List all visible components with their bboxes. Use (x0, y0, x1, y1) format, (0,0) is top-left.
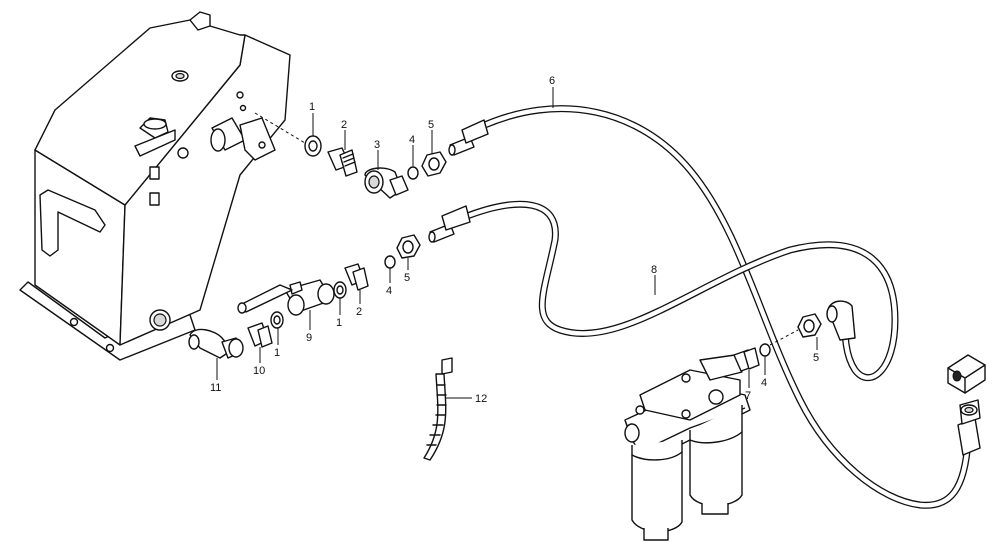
part-5-nut-filter (797, 313, 822, 338)
callout-5: 5 (404, 272, 410, 284)
assembly-line-filter (769, 329, 799, 346)
callout-12: 12 (475, 393, 487, 405)
fuel-filter-assembly (624, 354, 751, 541)
part-10-adapter (247, 322, 273, 348)
callout-4: 4 (761, 377, 767, 389)
part-2-adapter-lower (344, 263, 369, 291)
callout-3: 3 (374, 139, 380, 151)
callout-4: 4 (386, 285, 392, 297)
part-11-elbow-lower (188, 328, 244, 359)
banjo-block (947, 354, 986, 394)
tank-outlet-sleeve (210, 117, 276, 161)
hose-8-far-fitting (826, 300, 856, 341)
part-4-olive-filter (759, 343, 771, 357)
part-4-olive-top (407, 166, 419, 180)
part-1-washer-lower-a (333, 281, 347, 299)
part-1-washer-lower-b (270, 311, 284, 329)
part-4-olive-middle (384, 255, 396, 269)
callout-11: 11 (210, 382, 221, 394)
hose-8 (458, 200, 899, 382)
part-9-shutoff-valve (237, 279, 335, 316)
callout-5: 5 (813, 352, 819, 364)
assembly-line (254, 112, 306, 144)
callout-1: 1 (309, 101, 315, 113)
hose-6 (474, 105, 972, 509)
fuel-tank (19, 11, 291, 361)
leader-lines (216, 87, 818, 399)
callout-1: 1 (336, 317, 342, 329)
part-5-nut-top (421, 151, 447, 177)
part-3-elbow-top (364, 167, 409, 199)
part-7-adapter (733, 347, 760, 372)
callout-6: 6 (549, 75, 555, 87)
part-1-washer-top (304, 135, 322, 157)
callout-4: 4 (409, 134, 415, 146)
callout-2: 2 (356, 306, 362, 318)
callout-9: 9 (306, 332, 312, 344)
part-5-nut-middle (396, 234, 421, 259)
hose-6-end-fitting (448, 119, 489, 156)
callout-8: 8 (651, 264, 657, 276)
part-12-cable-tie (423, 357, 453, 461)
callout-5: 5 (428, 119, 434, 131)
callout-7: 7 (745, 390, 751, 402)
part-2-adapter-top (327, 147, 358, 177)
callout-2: 2 (341, 119, 347, 131)
callout-labels: 1 2 3 4 5 6 4 5 8 1 2 9 1 10 11 12 7 4 5 (210, 75, 819, 405)
callout-10: 10 (253, 365, 265, 377)
hose-6-far-fitting (957, 399, 981, 456)
callout-1: 1 (274, 347, 280, 359)
hose-8-end-fitting (428, 205, 471, 243)
